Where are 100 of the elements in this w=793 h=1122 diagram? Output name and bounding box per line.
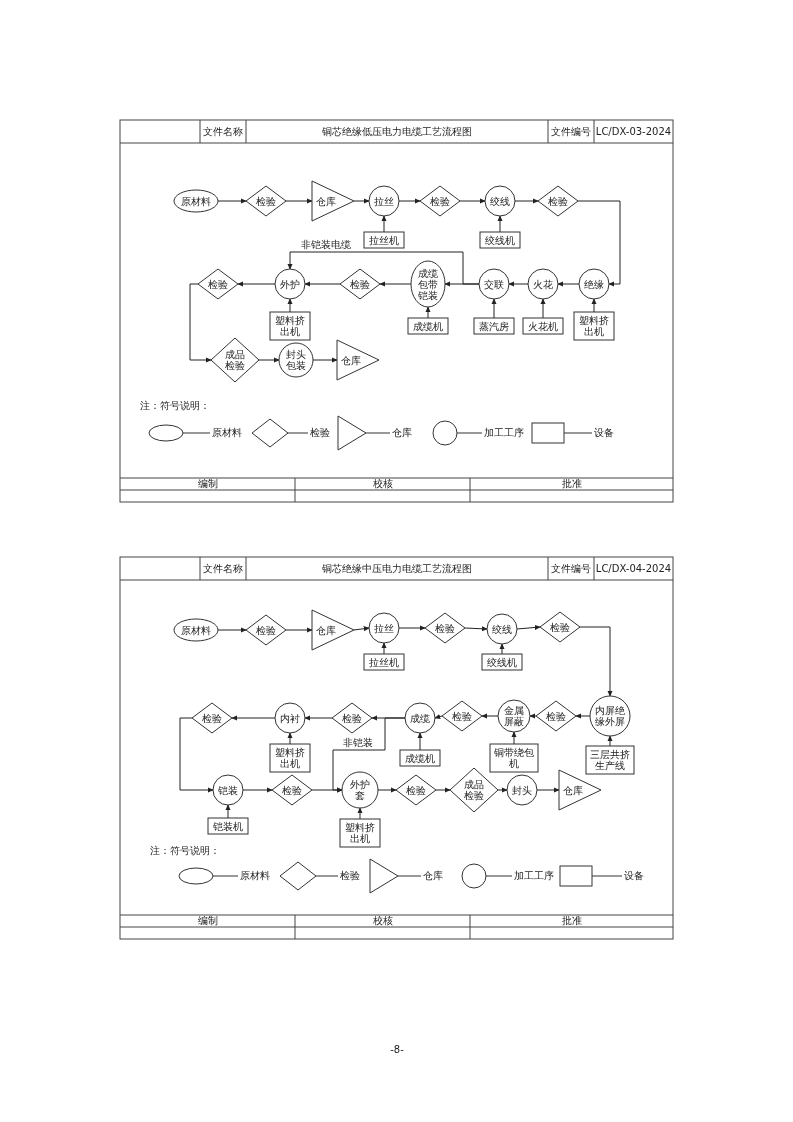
arrow xyxy=(332,717,406,793)
document-title: 铜芯绝缘低压电力电缆工艺流程图 xyxy=(322,126,472,137)
arrow xyxy=(258,357,280,363)
legend-heading: 注：符号说明： xyxy=(150,846,220,856)
equipment-box xyxy=(364,232,404,248)
inspection-diamond xyxy=(211,338,259,382)
node-label: 原材料 xyxy=(181,195,211,207)
arrow xyxy=(434,714,443,720)
node-label: 铠装机 xyxy=(213,820,243,832)
arrow xyxy=(607,735,613,747)
form-field-name: 文件名称 xyxy=(203,563,243,574)
storage-triangle xyxy=(559,770,601,810)
legend-label: 设备 xyxy=(624,871,644,881)
node-label: 交联 xyxy=(484,278,504,290)
arrow xyxy=(417,732,423,751)
material-ellipse xyxy=(411,261,445,307)
arrow xyxy=(508,281,529,287)
signature-heading: 批准 xyxy=(561,916,582,926)
node-label: 塑料挤出机 xyxy=(345,822,375,844)
arrow xyxy=(237,281,276,287)
arrow xyxy=(379,281,412,287)
equipment-box xyxy=(523,318,563,334)
arrow xyxy=(425,306,431,319)
equipment-box xyxy=(208,818,248,834)
arrow xyxy=(575,713,591,719)
signature-heading: 校核 xyxy=(372,916,393,926)
inspection-diamond xyxy=(420,186,460,216)
page-number: -8- xyxy=(390,1045,404,1055)
node-label: 检验 xyxy=(452,710,472,722)
node-label: 绞线机 xyxy=(487,656,517,668)
node-label: 拉丝机 xyxy=(369,656,399,668)
node-label: 火花机 xyxy=(528,320,558,332)
node-label: 原材料 xyxy=(181,624,211,636)
node-label: 检验 xyxy=(430,195,450,207)
equipment-box xyxy=(574,312,614,340)
process-circle xyxy=(279,343,313,377)
form-field-name: 文件名称 xyxy=(203,126,243,137)
process-circle xyxy=(275,269,305,299)
node-label: 铜带绕包机 xyxy=(494,747,534,769)
arrow xyxy=(381,642,387,655)
node-label: 检验 xyxy=(550,621,570,633)
process-circle xyxy=(487,614,517,644)
inspection-diamond xyxy=(272,775,312,805)
node-label: 成缆包带铠装 xyxy=(418,267,438,301)
arrow xyxy=(287,732,293,745)
node-label: 火花 xyxy=(533,278,553,290)
inspection-diamond xyxy=(442,701,482,731)
node-label: 检验 xyxy=(435,622,455,634)
node-label: 检验 xyxy=(256,195,276,207)
arrow xyxy=(529,713,537,719)
signature-heading: 批准 xyxy=(561,479,582,489)
edge-label: 非铠装电缆 xyxy=(300,240,352,250)
node-label: 绝缘 xyxy=(584,278,604,290)
node-label: 检验 xyxy=(282,784,302,796)
arrow xyxy=(497,215,503,233)
document-title: 铜芯绝缘中压电力电缆工艺流程图 xyxy=(322,563,472,574)
arrow xyxy=(357,807,363,820)
signature-heading: 编制 xyxy=(197,916,218,926)
node-label: 金属屏蔽 xyxy=(504,705,524,727)
node-label: 塑料挤出机 xyxy=(275,747,305,769)
arrow xyxy=(540,298,546,319)
node-label: 绞线 xyxy=(490,195,510,207)
process-circle xyxy=(479,269,509,299)
equipment-box xyxy=(408,318,448,334)
arrow xyxy=(381,215,387,233)
node-label: 塑料挤出机 xyxy=(579,315,609,337)
arrow xyxy=(353,198,370,204)
arrow xyxy=(179,717,214,793)
node-label: 检验 xyxy=(342,712,362,724)
arrow xyxy=(557,281,580,287)
inspection-diamond xyxy=(192,703,232,733)
process-circle xyxy=(507,775,537,805)
arrow xyxy=(398,198,421,204)
arrow xyxy=(511,731,517,745)
arrow xyxy=(285,627,313,633)
process-circle xyxy=(498,700,530,732)
arrow xyxy=(499,643,505,655)
process-circle xyxy=(579,269,609,299)
arrow xyxy=(231,715,276,721)
node-label: 成品检验 xyxy=(225,349,245,371)
node-label: 内屏绝缘外屏 xyxy=(595,705,625,727)
node-label: 塑料挤出机 xyxy=(275,315,305,337)
equipment-box xyxy=(270,312,310,340)
node-label: 仓库 xyxy=(316,624,336,636)
process-circle xyxy=(405,703,435,733)
legend-label: 原材料 xyxy=(240,871,270,881)
node-label: 检验 xyxy=(548,195,568,207)
storage-triangle xyxy=(312,181,354,221)
legend-label: 检验 xyxy=(310,428,330,438)
arrow xyxy=(514,198,539,204)
arrow xyxy=(304,281,341,287)
legend-label: 仓库 xyxy=(423,871,443,881)
inspection-diamond xyxy=(396,775,436,805)
process-circle xyxy=(485,186,515,216)
equipment-box xyxy=(400,750,440,766)
node-label: 绞线 xyxy=(492,623,512,635)
document-number: LC/DX-04-2024 xyxy=(595,563,672,574)
form-field-name: 文件编号 xyxy=(551,126,591,137)
arrow xyxy=(464,626,488,632)
arrow xyxy=(516,624,541,631)
